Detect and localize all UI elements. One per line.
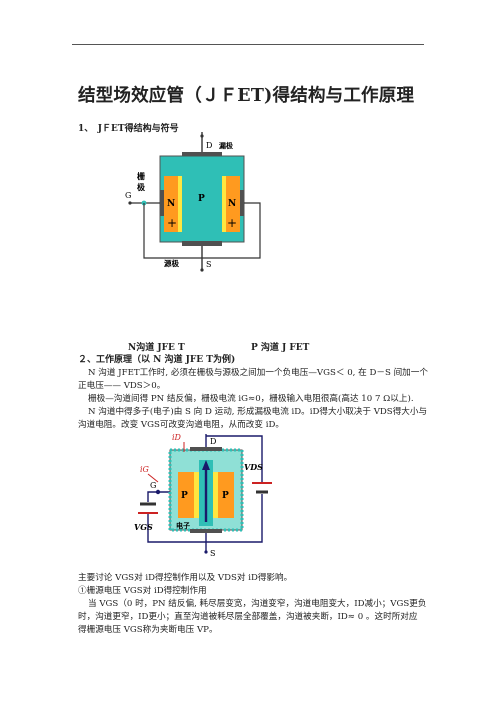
plus-left-icon: + bbox=[167, 216, 177, 230]
ig-label: iG bbox=[140, 465, 150, 474]
ig-arrow bbox=[147, 473, 159, 483]
paragraph2-line-5: 得栅源电压 VGS称为夹断电压 VP。 bbox=[78, 625, 218, 635]
drain-contact bbox=[182, 152, 222, 157]
source-terminal-2 bbox=[204, 550, 208, 554]
drain-letter: D bbox=[206, 141, 212, 150]
p-left-region bbox=[178, 472, 194, 518]
gate-letter-2: G bbox=[150, 481, 156, 490]
p-letter: P bbox=[198, 194, 205, 204]
vgs-label: VGS bbox=[134, 522, 153, 532]
left-gate-contact bbox=[160, 190, 164, 216]
vds-label: VDS bbox=[244, 462, 263, 472]
paragraph2-line-3: 当 VGS（0 时，PN 结反偏, 耗尽层变宽，沟道变窄，沟道电阻变大，ID减小… bbox=[88, 599, 427, 609]
source-terminal bbox=[200, 268, 204, 272]
paragraph-line-5: 沟道电阻。改变 VGS可改变沟道电阻，从而改变 iD。 bbox=[78, 420, 284, 430]
source-letter-2: S bbox=[210, 549, 215, 558]
source-letter: S bbox=[206, 260, 211, 269]
p-left-depletion bbox=[194, 472, 199, 518]
right-gate-contact bbox=[240, 190, 244, 216]
paragraph-line-4: N 沟道中得多子(电子)由 S 向 D 运动, 形成漏极电流 iD。iD得大小取… bbox=[88, 407, 428, 417]
paragraph-line-1: N 沟道 JFET工作时, 必须在栅极与源极之间加一个负电压—VGS＜ 0, 在… bbox=[88, 368, 428, 378]
vgs-wire-bottom bbox=[147, 514, 206, 543]
page-title: 结型场效应管（ＪＦET)得结构与工作原理 bbox=[78, 86, 415, 106]
drain-letter-2: D bbox=[210, 437, 216, 446]
paragraph2-line-2: ①栅源电压 VGS对 iD得控制作用 bbox=[78, 586, 207, 596]
plus-right-icon: + bbox=[227, 216, 237, 230]
source-contact-2 bbox=[190, 529, 222, 533]
source-contact bbox=[182, 241, 222, 246]
p-right-depletion bbox=[213, 472, 218, 518]
vds-wire-bottom bbox=[206, 494, 263, 543]
source-label: 源极 bbox=[164, 258, 179, 268]
section-heading-principle: ２、工作原理（以 N 沟道 JFE T为例) bbox=[78, 355, 236, 365]
paragraph2-line-4: 时，沟道更窄，ID更小；直至沟道被耗尽层全部覆盖，沟道被夹断，ID≈ 0 。这时… bbox=[78, 612, 418, 622]
caption-n-channel: N沟道 JFE T bbox=[128, 343, 185, 353]
left-n-region bbox=[164, 176, 178, 232]
electron-label: 电子 bbox=[176, 521, 190, 530]
drain-label: 漏极 bbox=[219, 141, 234, 150]
id-label: iD bbox=[172, 433, 182, 442]
section-heading-structure: 1、 JＦET得结构与符号 bbox=[78, 124, 179, 134]
n-left-letter: N bbox=[167, 199, 175, 209]
p-left-letter: P bbox=[181, 491, 188, 501]
right-n-region bbox=[226, 176, 240, 232]
gate-letter: G bbox=[125, 191, 131, 200]
n-right-letter: N bbox=[228, 199, 236, 209]
gate-wire-2 bbox=[147, 491, 170, 502]
electron-arrow-head-icon bbox=[202, 460, 210, 470]
gate-label-2: 极 bbox=[137, 182, 145, 192]
paragraph-line-3: 栅极—沟道间得 PN 结反偏，栅极电流 iG≈0，栅极输入电阻很高(高达 10 … bbox=[88, 394, 414, 404]
figure-caption: N沟道 JFE T P 沟道 J FET bbox=[128, 340, 309, 353]
gate-node-2 bbox=[155, 489, 161, 495]
caption-p-channel: P 沟道 J FET bbox=[250, 343, 310, 353]
drain-contact-2 bbox=[190, 447, 222, 451]
gate-label-1: 栅 bbox=[137, 171, 145, 181]
jfet-bias-figure: P P iD D iG VDS G VGS 电子 S bbox=[134, 433, 272, 558]
vds-wire-top bbox=[206, 435, 263, 482]
paragraph2-line-1: 主要讨论 VGS对 iD得控制作用以及 VDS对 iD得影响。 bbox=[78, 573, 293, 583]
paragraph-line-2: 正电压—— VDS＞0。 bbox=[78, 381, 166, 391]
gate-loop-wire bbox=[143, 202, 261, 259]
p-right-region bbox=[218, 472, 234, 518]
gate-terminal bbox=[128, 201, 132, 205]
drain-terminal bbox=[200, 134, 204, 138]
header-rule bbox=[72, 44, 424, 45]
p-right-letter: P bbox=[222, 491, 229, 501]
jfet-structure-figure: D 漏极 N P N + + G 栅 极 源极 S bbox=[125, 132, 261, 272]
